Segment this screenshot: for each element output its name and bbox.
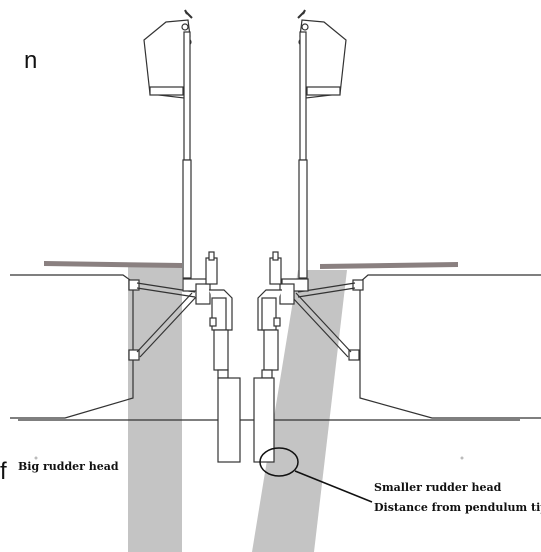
deck-plate-right (320, 262, 458, 269)
mount-bracket-left (128, 278, 211, 361)
hull-left (10, 274, 134, 419)
big-rudder-shade (128, 263, 182, 552)
mount-bracket-right (279, 278, 364, 361)
mark-dot (34, 456, 38, 460)
cropped-text-top: n (24, 47, 37, 74)
deck-plate-left (44, 261, 182, 268)
distance-from-pendulum-tip-label: Distance from pendulum tip (374, 501, 541, 514)
vane-mast-right (298, 31, 308, 279)
servo-gear-right (257, 251, 282, 379)
small-rudder-blade (253, 377, 275, 463)
pendulum-tip-leader (294, 470, 373, 503)
cropped-text-bottom: f (0, 458, 7, 485)
pendulum-tip-circle (259, 447, 299, 477)
mark-dot (460, 456, 464, 460)
servo-gear-left (205, 251, 233, 379)
hull-right (359, 274, 541, 419)
smaller-rudder-head-label: Smaller rudder head (374, 481, 502, 494)
vane-mast-left (182, 31, 192, 279)
big-rudder-blade (217, 377, 241, 463)
small-rudder-shade (252, 270, 347, 552)
big-rudder-head-label: Big rudder head (18, 460, 119, 473)
